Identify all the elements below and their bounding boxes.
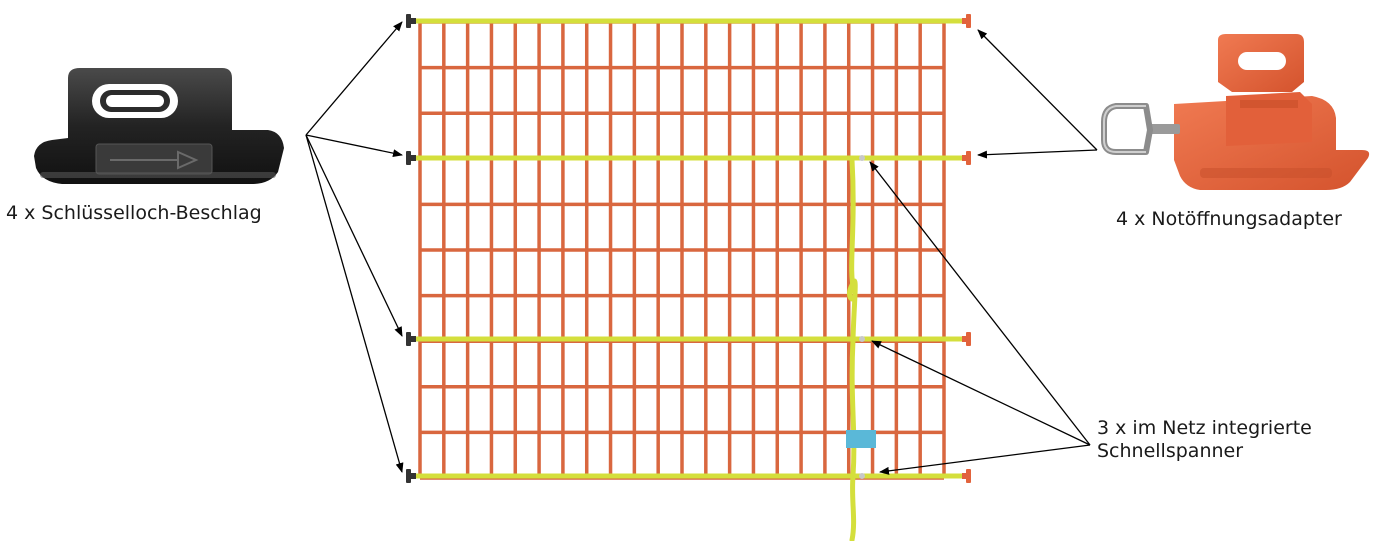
tensioner-buckle-1 (859, 155, 865, 161)
safety-net (406, 14, 971, 540)
tensioner-label-line-2: Schnellspanner (1097, 440, 1312, 463)
emergency-adapter-icon (1104, 34, 1369, 190)
emergency-adapter-label: 4 x Notöffnungsadapter (1116, 208, 1342, 231)
keyhole-fitting-icon (34, 68, 284, 184)
tensioner-label-line-1: 3 x im Netz integrierte (1097, 417, 1312, 440)
arrow-adapter-1 (978, 30, 1097, 150)
keyhole-fitting-label: 4 x Schlüsselloch-Beschlag (6, 202, 262, 225)
left-fittings (406, 14, 416, 483)
strap-tag (846, 430, 876, 448)
arrow-keyhole-1 (306, 22, 402, 135)
arrow-keyhole-4 (306, 135, 402, 472)
tensioner-buckle-2 (859, 336, 865, 342)
arrow-adapter-2 (978, 150, 1097, 155)
right-fittings (962, 14, 971, 483)
arrow-keyhole-2 (306, 135, 402, 155)
tensioner-label: 3 x im Netz integrierte Schnellspanner (1097, 417, 1312, 463)
tensioner-buckle-3 (859, 473, 865, 479)
